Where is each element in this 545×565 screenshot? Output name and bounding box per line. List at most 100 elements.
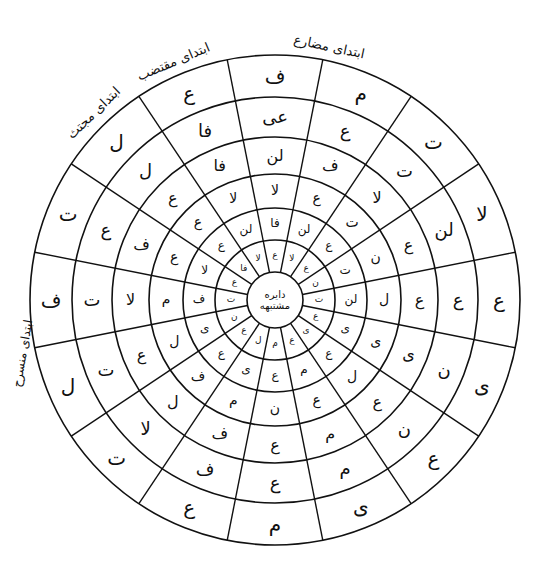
syllable-letter: ع: [272, 251, 277, 261]
syllable-letter: ی: [241, 364, 250, 377]
meter-start-label: ابتدای مقتضب: [136, 41, 213, 84]
syllable-letter: ع: [241, 326, 246, 336]
center-circle: دایره مشتبهه: [248, 273, 302, 327]
syllable-letter: ع: [313, 312, 318, 322]
circle-title: دایره مشتبهه: [248, 289, 302, 311]
syllable-letter: م: [325, 425, 335, 443]
syllable-letter: ی: [200, 322, 209, 335]
syllable-letter: ف: [322, 158, 339, 176]
syllable-letter: ل: [167, 393, 179, 411]
syllable-letter: ع: [427, 447, 439, 469]
syllable-letter: فا: [270, 217, 279, 230]
syllable-letter: ف: [193, 293, 205, 306]
syllable-letter: ی: [402, 347, 415, 365]
syllable-letter: لا: [126, 291, 135, 309]
syllable-letter: ی: [370, 334, 381, 349]
syllable-letter: لا: [289, 254, 294, 264]
syllable-letter: ع: [183, 496, 195, 518]
syllable-letter: ف: [265, 65, 286, 87]
syllable-letter: لا: [256, 254, 261, 264]
syllable-letter: ل: [347, 369, 357, 384]
syllable-letter: ت: [84, 290, 101, 310]
syllable-letter: ع: [271, 369, 278, 382]
syllable-letter: فا: [198, 121, 212, 141]
syllable-letter: ل: [109, 131, 124, 153]
syllable-letter: ع: [218, 240, 225, 253]
syllable-letter: ع: [194, 215, 202, 230]
syllable-letter: لا: [140, 419, 150, 439]
syllable-letter: لا: [476, 203, 487, 225]
meter-start-label: ابتدای منسرح: [10, 319, 35, 389]
syllable-letter: فا: [213, 158, 226, 176]
syllable-letter: ت: [396, 161, 413, 181]
syllable-letter: ع: [325, 347, 332, 360]
syllable-letter: لن: [298, 223, 311, 236]
syllable-letter: م: [162, 292, 171, 307]
syllable-letter: ل: [169, 334, 179, 349]
syllable-letter: ع: [168, 189, 178, 207]
syllable-letter: ی: [474, 375, 490, 397]
syllable-letter: ت: [59, 203, 78, 225]
syllable-letter: ت: [345, 215, 358, 230]
syllable-letter: ع: [170, 251, 178, 266]
syllable-letter: ت: [315, 295, 323, 305]
syllable-letter: لا: [271, 183, 279, 198]
syllable-letter: فا: [240, 264, 247, 274]
syllable-letter: ع: [270, 436, 280, 454]
syllable-letter: ن: [270, 401, 280, 416]
syllable-letter: لا: [373, 189, 382, 207]
syllable-letter: لن: [266, 147, 283, 165]
syllable-letter: لن: [434, 220, 453, 240]
syllable-letter: ع: [232, 278, 237, 288]
syllable-letter: ل: [139, 161, 152, 181]
syllable-letter: لا: [229, 192, 237, 207]
syllable-letter: ع: [289, 336, 294, 346]
syllable-letter: ی: [341, 322, 350, 335]
syllable-letter: ف: [41, 289, 62, 311]
syllable-letter: ع: [493, 289, 505, 311]
syllable-letter: م: [339, 459, 350, 479]
meter-start-label: ابتدای مضارع: [292, 33, 366, 62]
syllable-letter: ع: [101, 220, 112, 240]
syllable-letter: ع: [325, 240, 332, 253]
syllable-letter: م: [272, 339, 278, 349]
syllable-letter: لن: [240, 223, 253, 236]
syllable-letter: ن: [371, 251, 381, 266]
syllable-letter: ف: [133, 236, 150, 254]
syllable-letter: ف: [191, 369, 206, 384]
syllable-letter: عی: [262, 107, 288, 127]
syllable-letter: ت: [424, 131, 443, 153]
syllable-letter: ع: [415, 291, 425, 309]
syllable-letter: ع: [313, 192, 321, 207]
syllable-letter: ن: [398, 419, 411, 439]
syllable-letter: ع: [453, 290, 464, 310]
syllable-letter: ت: [107, 447, 126, 469]
syllable-letter: ل: [379, 292, 389, 307]
syllable-letter: م: [229, 393, 238, 408]
syllable-letter: ل: [255, 336, 262, 346]
syllable-letter: ت: [227, 295, 235, 305]
syllable-letter: م: [300, 364, 307, 377]
syllable-letter: ع: [183, 82, 195, 104]
syllable-letter: ع: [372, 393, 382, 411]
syllable-letter: ف: [196, 459, 215, 479]
syllable-letter: لن: [345, 293, 358, 306]
syllable-letter: ی: [303, 326, 310, 336]
syllable-letter: ی: [353, 496, 369, 518]
syllable-letter: م: [269, 513, 281, 535]
syllable-letter: ن: [231, 312, 238, 322]
syllable-letter: لا: [201, 264, 208, 277]
syllable-letter: ع: [137, 347, 147, 365]
syllable-letter: ت: [97, 360, 114, 380]
syllable-letter: ت: [340, 264, 351, 277]
syllable-letter: ن: [437, 360, 450, 380]
syllable-letter: ل: [61, 375, 76, 397]
syllable-letter: ع: [404, 236, 414, 254]
syllable-letter: ع: [303, 264, 308, 274]
syllable-letter: ع: [340, 121, 351, 141]
syllable-letter: ن: [312, 278, 319, 288]
syllable-letter: ع: [270, 473, 281, 493]
syllable-letter: ع: [218, 347, 225, 360]
syllable-letter: ف: [211, 425, 228, 443]
